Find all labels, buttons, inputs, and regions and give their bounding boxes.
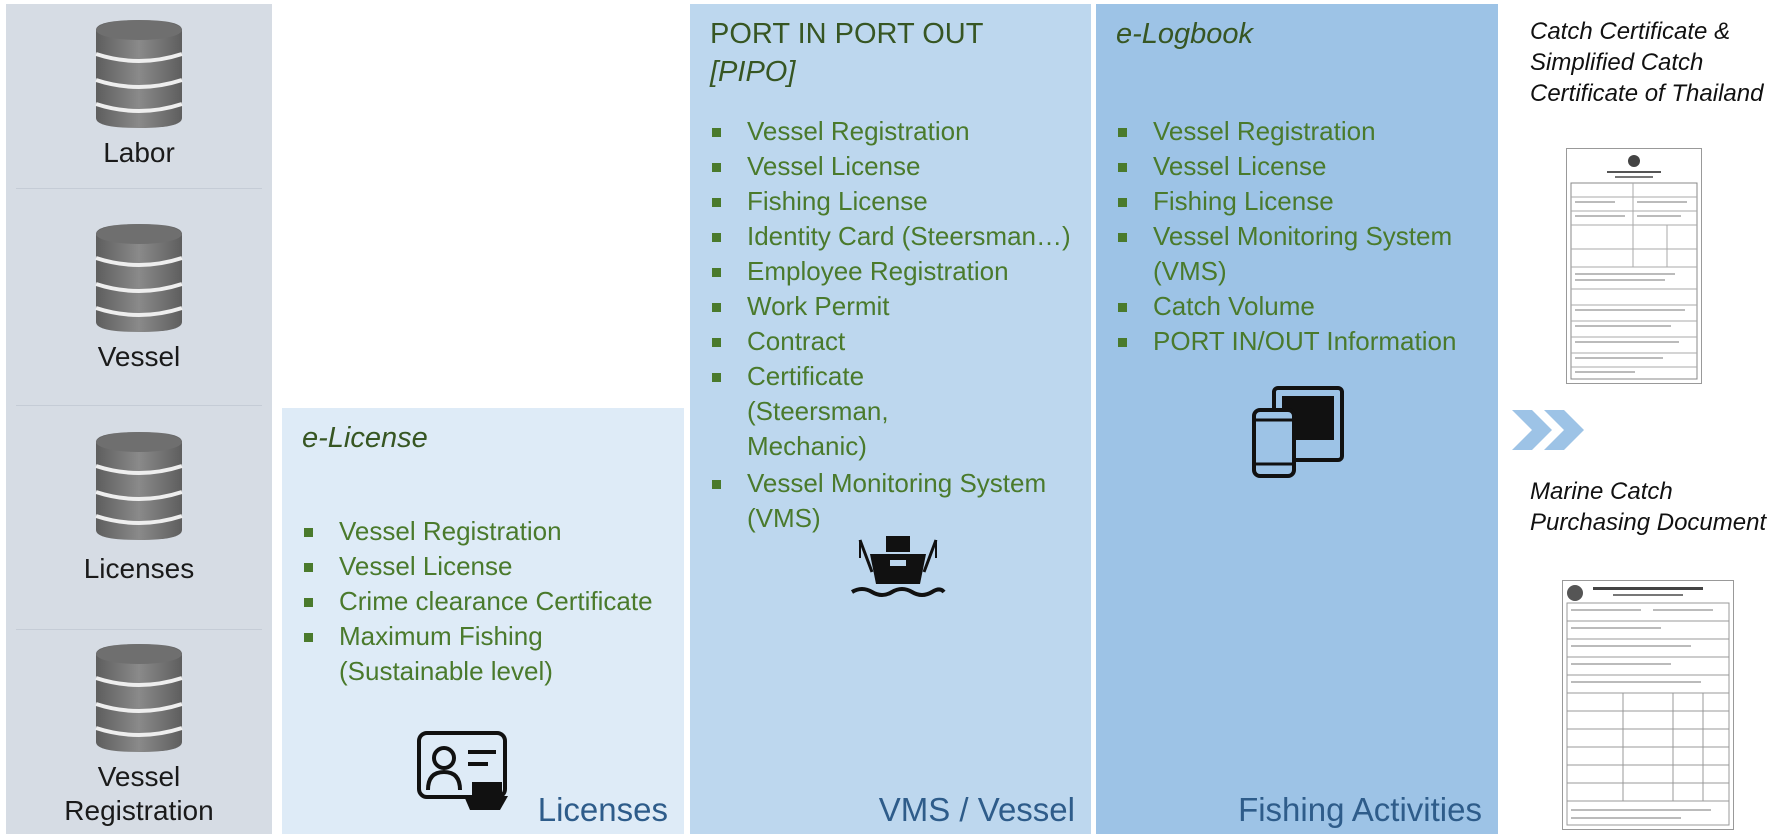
database-column: Labor Vessel Licenses V — [6, 4, 272, 834]
elogbook-panel: e-Logbook Vessel Registration Vessel Lic… — [1096, 4, 1498, 834]
id-card-ship-icon — [417, 731, 508, 810]
database-label: Labor — [103, 137, 175, 168]
pipo-category: VMS / Vessel — [878, 791, 1075, 828]
list-item: Identity Card (Steersman…) — [710, 219, 1085, 254]
marine-catch-title: Marine Catch Purchasing Document — [1530, 478, 1767, 536]
catch-certificate-document — [1566, 148, 1702, 384]
divider — [16, 405, 262, 406]
list-item: Contract — [710, 324, 1085, 359]
database-vessel: Vessel — [6, 222, 272, 374]
list-item: Vessel License — [302, 549, 682, 584]
elogbook-title: e-Logbook — [1116, 18, 1254, 50]
database-icon — [95, 224, 183, 332]
list-item: Vessel Monitoring System (VMS) — [710, 466, 1055, 536]
catch-certificate-title: Catch Certificate & Simplified Catch Cer… — [1530, 18, 1764, 107]
list-item: Vessel Registration — [710, 114, 1085, 149]
list-item: Vessel Monitoring System (VMS) — [1116, 219, 1461, 289]
database-vessel-registration: Vessel Registration — [6, 642, 272, 828]
elicense-category: Licenses — [537, 791, 668, 828]
database-icon — [95, 644, 183, 752]
list-item: Crime clearance Certificate — [302, 584, 682, 619]
divider — [16, 188, 262, 189]
list-item: Vessel Registration — [302, 514, 682, 549]
database-label: Licenses — [83, 553, 195, 584]
divider — [16, 629, 262, 630]
elicense-list: Vessel Registration Vessel License Crime… — [302, 514, 682, 689]
list-item: Vessel License — [1116, 149, 1496, 184]
elicense-title: e-License — [302, 422, 428, 454]
list-item: Fishing License — [1116, 184, 1496, 219]
pipo-list: Vessel Registration Vessel License Fishi… — [710, 114, 1085, 536]
marine-catch-document — [1562, 580, 1734, 830]
double-chevron-right-icon — [1512, 410, 1584, 450]
list-item: Vessel Registration — [1116, 114, 1496, 149]
list-item: Vessel License — [710, 149, 1085, 184]
database-labor: Labor — [6, 18, 272, 170]
database-icon — [95, 20, 183, 128]
pipo-panel: PORT IN PORT OUT [PIPO] Vessel Registrat… — [690, 4, 1091, 834]
list-item: Catch Volume — [1116, 289, 1496, 324]
list-item: PORT IN/OUT Information — [1116, 324, 1496, 359]
pipo-subtitle: [PIPO] — [710, 56, 796, 88]
database-label: Vessel — [97, 341, 181, 372]
list-item: Fishing License — [710, 184, 1085, 219]
elogbook-category: Fishing Activities — [1238, 791, 1482, 828]
elicense-panel: e-License Vessel Registration Vessel Lic… — [282, 408, 684, 834]
list-item: Certificate (Steersman, Mechanic) — [710, 359, 1010, 464]
database-licenses: Licenses — [6, 430, 272, 586]
list-item: Work Permit — [710, 289, 1085, 324]
document-thumbnail — [1570, 155, 1698, 380]
pipo-title: PORT IN PORT OUT — [710, 18, 984, 50]
document-thumbnail — [1566, 585, 1730, 826]
database-icon — [95, 432, 183, 540]
tablet-phone-icon — [1252, 386, 1344, 478]
elogbook-list: Vessel Registration Vessel License Fishi… — [1116, 114, 1496, 359]
fishing-boat-icon — [850, 536, 946, 597]
database-label: Vessel Registration — [64, 761, 214, 826]
list-item: Employee Registration — [710, 254, 1085, 289]
list-item: Maximum Fishing (Sustainable level) — [302, 619, 582, 689]
